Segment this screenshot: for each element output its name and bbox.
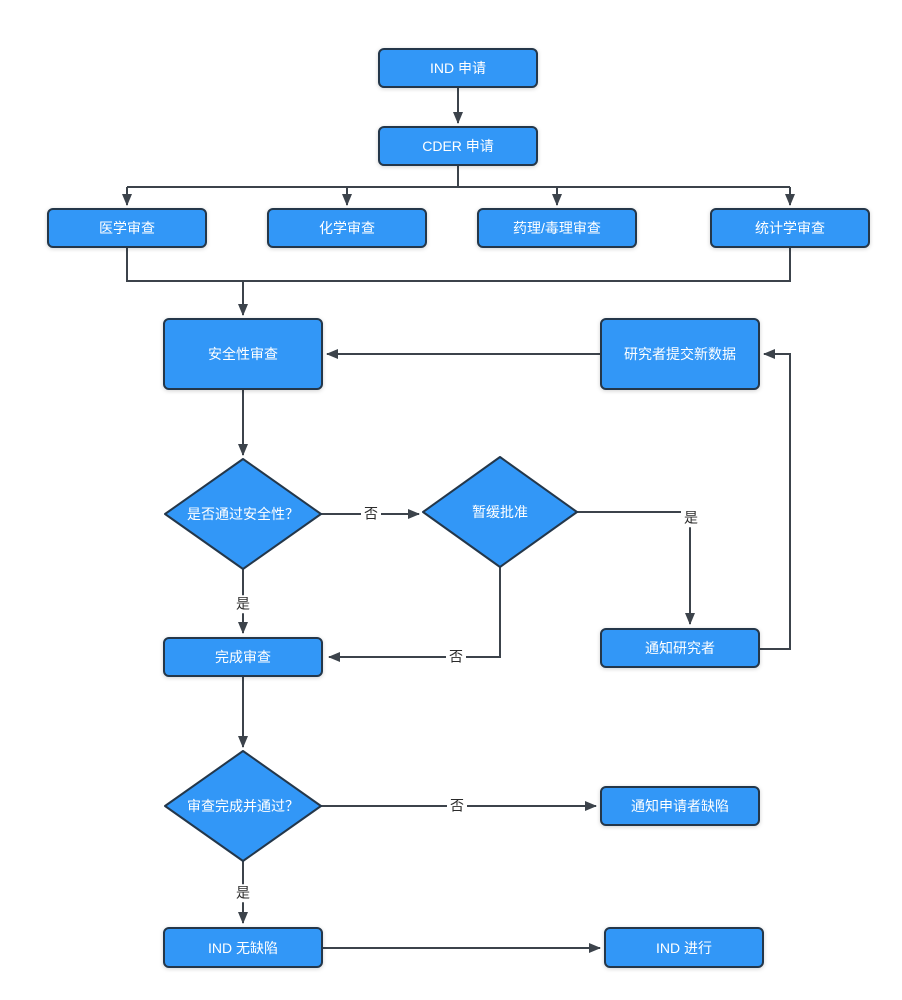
decision-review-done-shape	[164, 750, 322, 862]
decision-review-done-label: 审查完成并通过？	[187, 798, 299, 814]
decision-hold-approval-label: 暂缓批准	[472, 504, 528, 520]
node-pharmtox-review: 药理/毒理审查	[477, 208, 637, 248]
edge-label-yes-to-ind-no-deficiency: 是	[233, 884, 253, 902]
node-safety-review: 安全性审查	[163, 318, 323, 390]
node-ind-application: IND 申请	[378, 48, 538, 88]
decision-pass-safety-shape	[164, 458, 322, 570]
node-notify-researcher: 通知研究者	[600, 628, 760, 668]
edge-cder-branch-bus	[127, 166, 790, 188]
edge-notify-researcher-to-newdata	[760, 349, 791, 650]
edge-label-yes-to-complete-review: 是	[233, 595, 253, 613]
decision-hold-approval-shape	[422, 456, 578, 568]
edge-hold-to-notify-researcher	[577, 511, 695, 625]
node-medical-review: 医学审查	[47, 208, 207, 248]
node-statistics-review: 统计学审查	[710, 208, 870, 248]
node-ind-no-deficiency: IND 无缺陷	[163, 927, 323, 968]
node-ind-proceed: IND 进行	[604, 927, 764, 968]
node-chemistry-review: 化学审查	[267, 208, 427, 248]
node-notify-applicant-deficiency: 通知申请者缺陷	[600, 786, 760, 826]
decision-pass-safety-label: 是否通过安全性？	[187, 506, 299, 522]
edge-label-no-to-complete-review: 否	[446, 648, 466, 666]
node-complete-review: 完成审查	[163, 637, 323, 677]
edge-merge-bus	[126, 248, 791, 282]
edge-label-yes-to-notify-researcher: 是	[681, 509, 701, 527]
node-researcher-submits-new-data: 研究者提交新数据	[600, 318, 760, 390]
edge-label-no-to-hold: 否	[361, 505, 381, 523]
edge-hold-to-complete	[328, 567, 501, 662]
node-cder-application: CDER 申请	[378, 126, 538, 166]
edge-label-no-to-notify-applicant: 否	[447, 797, 467, 815]
